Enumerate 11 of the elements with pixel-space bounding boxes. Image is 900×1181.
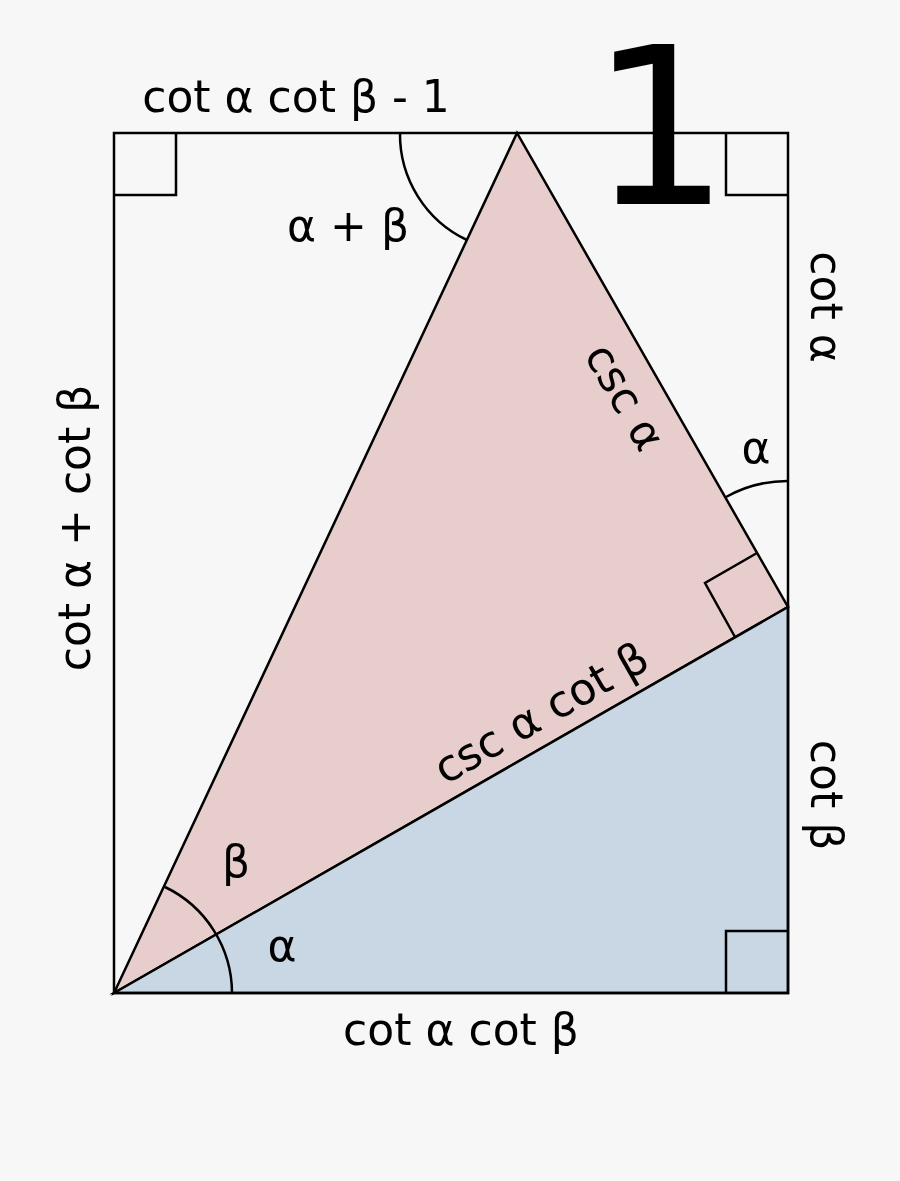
angle-label: α <box>267 924 297 968</box>
angle-label: α <box>741 426 771 470</box>
side-label: cot α + cot β <box>53 384 97 672</box>
side-label: cot α cot β <box>343 1008 579 1052</box>
angle-label: β <box>221 840 251 884</box>
side-label: csc α <box>577 336 673 458</box>
angle-label: α + β <box>287 204 409 248</box>
side-label: csc α cot β <box>426 634 656 792</box>
side-label: cot α cot β - 1 <box>142 75 450 119</box>
side-label: cot β <box>804 739 848 851</box>
side-label: cot α <box>804 251 848 363</box>
